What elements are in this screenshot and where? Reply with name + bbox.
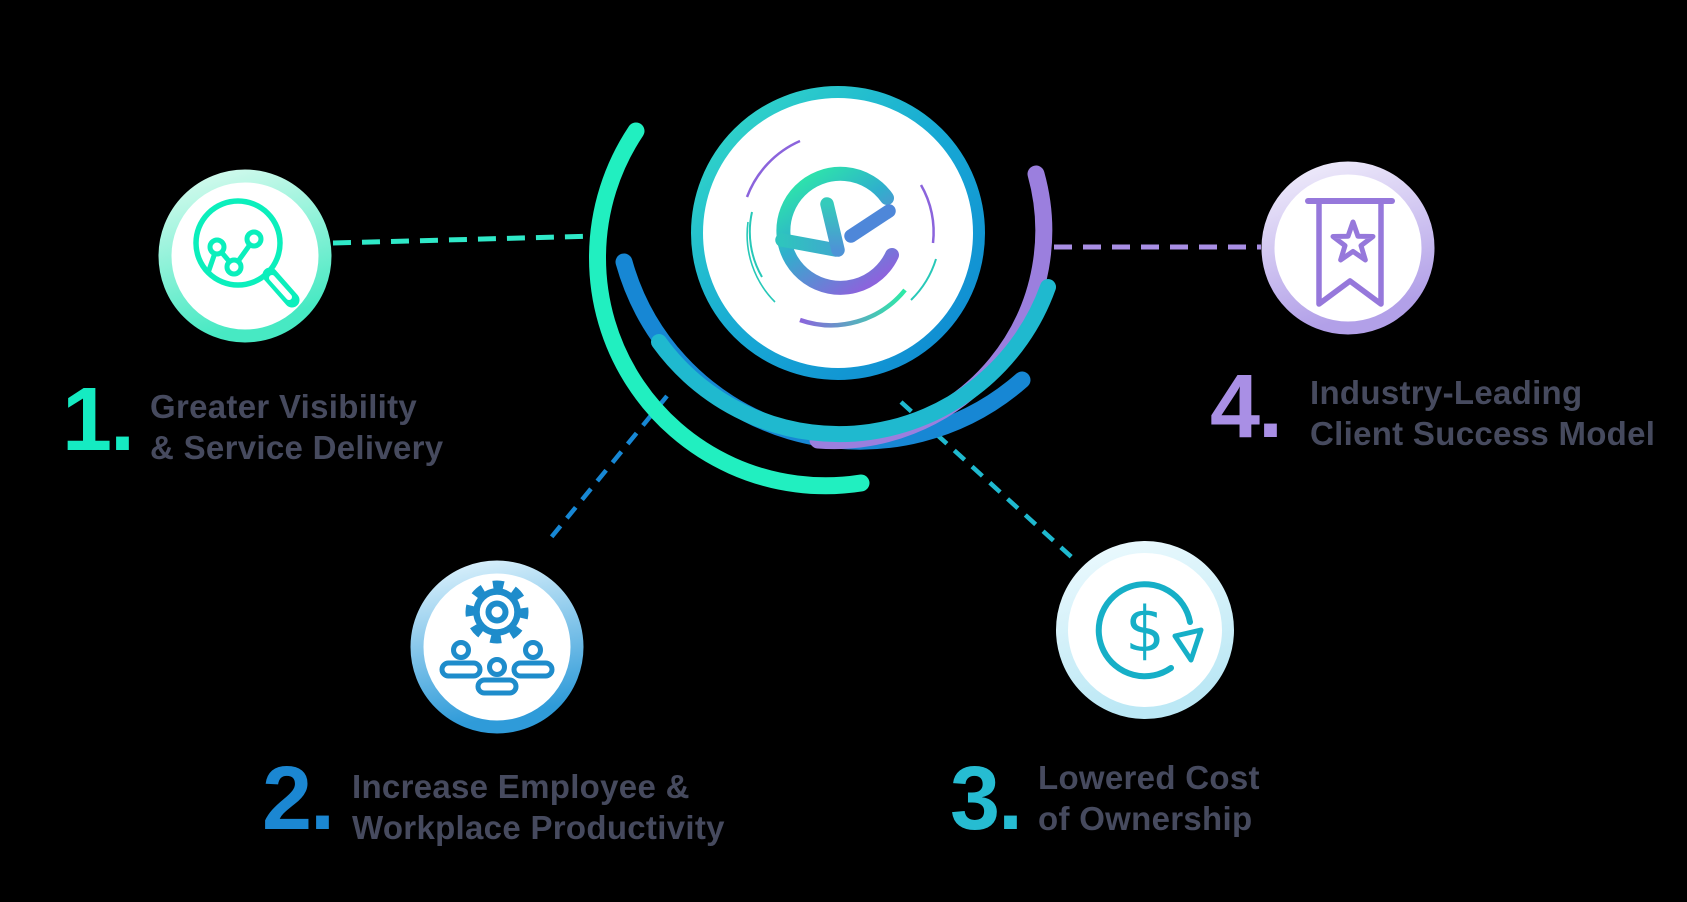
step-label-4-line1: Industry-Leading	[1310, 374, 1583, 411]
step-label-2-line1: Increase Employee &	[352, 768, 690, 805]
step-number-2: 2.	[262, 749, 335, 849]
step-label-4: Industry-Leading Client Success Model	[1310, 372, 1655, 454]
step-label-4-line2: Client Success Model	[1310, 415, 1656, 452]
dollar-refresh-icon: $	[1095, 581, 1204, 680]
step-label-3-line2: of Ownership	[1038, 800, 1253, 837]
step-label-3: Lowered Cost of Ownership	[1038, 757, 1260, 839]
gear-people-icon	[439, 580, 555, 696]
node-circle-4	[1261, 161, 1435, 335]
step-number-3: 3.	[950, 749, 1023, 849]
node-2-ring	[410, 560, 584, 734]
step-label-3-line1: Lowered Cost	[1038, 759, 1260, 796]
step-label-2: Increase Employee & Workplace Productivi…	[352, 766, 725, 848]
step-label-1: Greater Visibility & Service Delivery	[150, 386, 443, 468]
step-number-4: 4.	[1210, 357, 1283, 457]
star-icon	[1330, 219, 1376, 263]
connector-dashed-item2	[547, 394, 669, 542]
dollar-glyph: $	[1125, 593, 1164, 666]
logo-check-mark	[775, 197, 896, 257]
node-circle-3: $	[1056, 541, 1234, 719]
step-label-1-line2: & Service Delivery	[150, 429, 444, 466]
node-circle-2	[410, 560, 584, 734]
node-4-ring	[1261, 161, 1435, 335]
node-circle-1	[158, 169, 332, 343]
gear-icon	[465, 580, 529, 644]
node-3-ring	[1056, 541, 1234, 719]
connector-dashed-item3	[899, 400, 1079, 564]
arc-teal	[651, 279, 1056, 443]
people-icons	[439, 640, 555, 696]
connector-dashed-item1	[332, 233, 598, 246]
magnifier-trend-icon	[193, 198, 300, 308]
step-label-2-line2: Workplace Productivity	[352, 809, 725, 846]
logo-swirl-lines	[745, 139, 937, 328]
arc-green	[589, 122, 870, 495]
step-number-1: 1.	[62, 370, 135, 470]
arrowhead	[1172, 627, 1204, 663]
company-logo	[745, 139, 937, 328]
step-label-1-line1: Greater Visibility	[150, 388, 418, 425]
bookmark-star-icon	[1305, 198, 1395, 307]
